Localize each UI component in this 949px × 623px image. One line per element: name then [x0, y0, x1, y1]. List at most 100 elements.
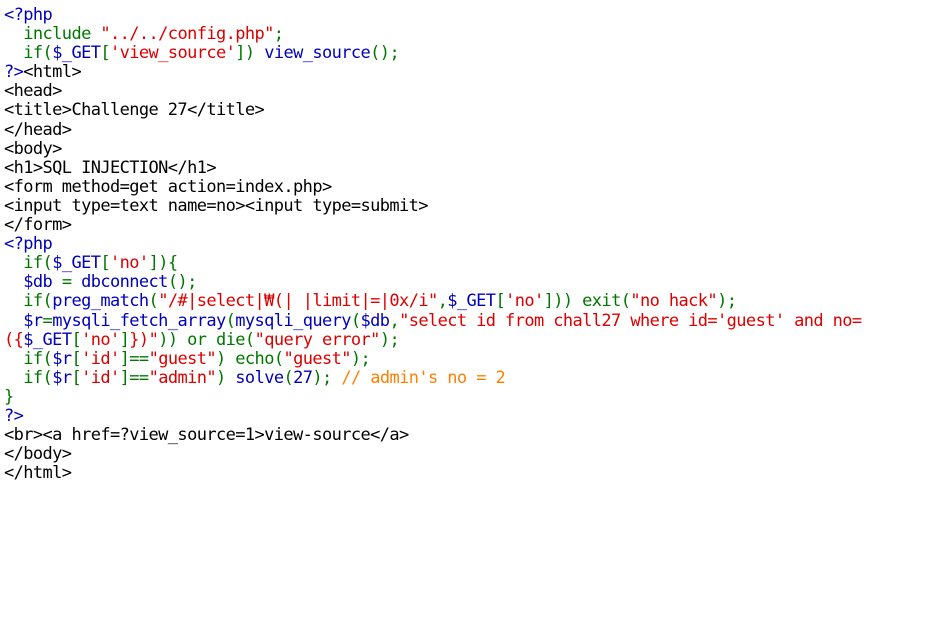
code-token-keyword: if(	[4, 367, 53, 388]
code-token-string: "no hack"	[630, 291, 718, 312]
code-token-html: </form>	[4, 215, 72, 236]
code-token-keyword: [	[71, 329, 82, 350]
code-line: if($_GET['view_source']) view_source();	[4, 44, 862, 63]
code-token-html: <h1>SQL INJECTION</h1>	[4, 157, 217, 178]
code-token-keyword: ])) exit(	[543, 291, 631, 312]
code-line: <br><a href=?view_source=1>view-source</…	[4, 426, 862, 445]
code-token-string: "admin"	[148, 367, 217, 388]
code-line: ?>	[4, 405, 862, 426]
code-token-tag: dbconnect	[81, 272, 168, 293]
code-token-html: <input type=text name=no><input type=sub…	[4, 195, 429, 216]
code-token-keyword: [	[71, 367, 82, 388]
code-token-tag: $r	[52, 348, 72, 369]
code-token-tag: solve	[235, 367, 284, 388]
code-token-html: <form method=get action=index.php>	[4, 176, 332, 197]
code-token-keyword: ) echo(	[216, 348, 284, 369]
code-token-string: ({	[4, 329, 24, 350]
code-token-string: 'id'	[81, 348, 120, 369]
code-token-string: 'view_source'	[110, 43, 236, 64]
code-token-keyword: include	[4, 24, 101, 45]
code-line: include "../../config.php";	[4, 25, 862, 44]
code-token-tag: $db	[360, 310, 391, 331]
code-token-comment: // admin's no = 2	[341, 367, 506, 388]
code-line: <?php	[4, 5, 862, 25]
code-token-string: "/#|select|₩(| |limit|=|0x/i"	[158, 291, 438, 312]
code-token-html: </head>	[4, 119, 72, 140]
code-token-tag: ?>	[4, 62, 24, 83]
code-token-keyword: ]==	[119, 367, 150, 388]
code-token-string: "../../config.php"	[100, 24, 274, 45]
code-token-keyword: ]	[119, 329, 130, 350]
code-token-keyword: }	[4, 386, 14, 407]
code-token-string: 'no'	[505, 291, 544, 312]
code-line: <head>	[4, 82, 862, 101]
code-token-keyword: (	[148, 291, 159, 312]
code-token-html: <head>	[4, 81, 62, 102]
code-token-html: <title>Challenge 27</title>	[4, 100, 265, 121]
code-token-tag: <?php	[4, 5, 53, 25]
code-token-tag: $_GET	[52, 43, 101, 64]
code-line: </form>	[4, 215, 862, 236]
code-line: $db = dbconnect();	[4, 273, 862, 292]
code-token-string: 'no'	[81, 329, 120, 350]
code-line: ?><html>	[4, 63, 862, 82]
code-token-tag: $r	[4, 310, 43, 331]
code-token-keyword: =	[42, 310, 53, 331]
code-token-keyword: (	[350, 310, 361, 331]
code-line: </body>	[4, 445, 862, 464]
code-line: if(preg_match("/#|select|₩(| |limit|=|0x…	[4, 292, 862, 311]
code-token-tag: 27	[293, 367, 313, 388]
code-line: </html>	[4, 464, 862, 483]
code-token-keyword: ]){	[148, 253, 179, 274]
code-token-string: "guest"	[283, 348, 351, 369]
code-token-html: </html>	[4, 463, 72, 484]
code-token-string: "select id from chall27 where id='guest'…	[399, 310, 862, 331]
code-token-tag: $_GET	[52, 253, 101, 274]
code-token-tag: $_GET	[23, 329, 72, 350]
code-token-keyword: if(	[4, 43, 53, 64]
code-line: if($r['id']=="admin") solve(27); // admi…	[4, 367, 862, 388]
code-token-tag: view_source	[264, 43, 371, 64]
code-token-string: "query error"	[254, 329, 381, 350]
code-line: <?php	[4, 235, 862, 254]
code-token-keyword: ,	[389, 310, 400, 331]
code-token-keyword: ;	[273, 24, 284, 45]
code-line: $r=mysqli_fetch_array(mysqli_query($db,"…	[4, 310, 862, 331]
code-token-string: "guest"	[148, 348, 217, 369]
code-token-keyword: );	[717, 291, 737, 312]
code-token-keyword: ();	[370, 43, 400, 64]
code-line: if($r['id']=="guest") echo("guest");	[4, 348, 862, 369]
code-line: ({$_GET['no']})")) or die("query error")…	[4, 329, 862, 350]
code-token-keyword: [	[495, 291, 506, 312]
code-token-keyword: );	[312, 367, 342, 388]
code-token-tag: $r	[52, 367, 72, 388]
code-token-keyword: )) or die(	[158, 329, 255, 350]
code-line: if($_GET['no']){	[4, 254, 862, 273]
code-token-keyword: )	[216, 367, 236, 388]
code-token-html: </body>	[4, 444, 72, 465]
code-token-keyword: =	[61, 272, 82, 293]
code-token-html: <body>	[4, 138, 62, 159]
code-line: <title>Challenge 27</title>	[4, 101, 862, 120]
code-token-keyword: [	[100, 43, 111, 64]
code-token-keyword: if(	[4, 348, 53, 369]
code-token-string: })"	[129, 329, 159, 350]
code-token-tag: mysqli_fetch_array	[52, 310, 226, 331]
code-line: </head>	[4, 119, 862, 140]
code-token-keyword: [	[100, 253, 111, 274]
code-token-tag: ?>	[4, 405, 24, 426]
code-line: <form method=get action=index.php>	[4, 176, 862, 197]
code-line: }	[4, 386, 862, 407]
code-line: <input type=text name=no><input type=sub…	[4, 195, 862, 216]
code-token-tag: $_GET	[447, 291, 496, 312]
code-token-keyword: [	[71, 348, 82, 369]
code-token-html: <br><a href=?view_source=1>view-source</…	[4, 425, 409, 446]
code-token-keyword: ();	[167, 272, 198, 293]
code-token-keyword: ]==	[119, 348, 150, 369]
code-token-tag: <?php	[4, 234, 53, 255]
code-token-keyword: ])	[235, 43, 265, 64]
code-token-keyword: );	[379, 329, 400, 350]
code-token-string: 'no'	[110, 253, 149, 274]
code-token-keyword: ,	[437, 291, 448, 312]
code-token-keyword: if(	[4, 253, 53, 274]
